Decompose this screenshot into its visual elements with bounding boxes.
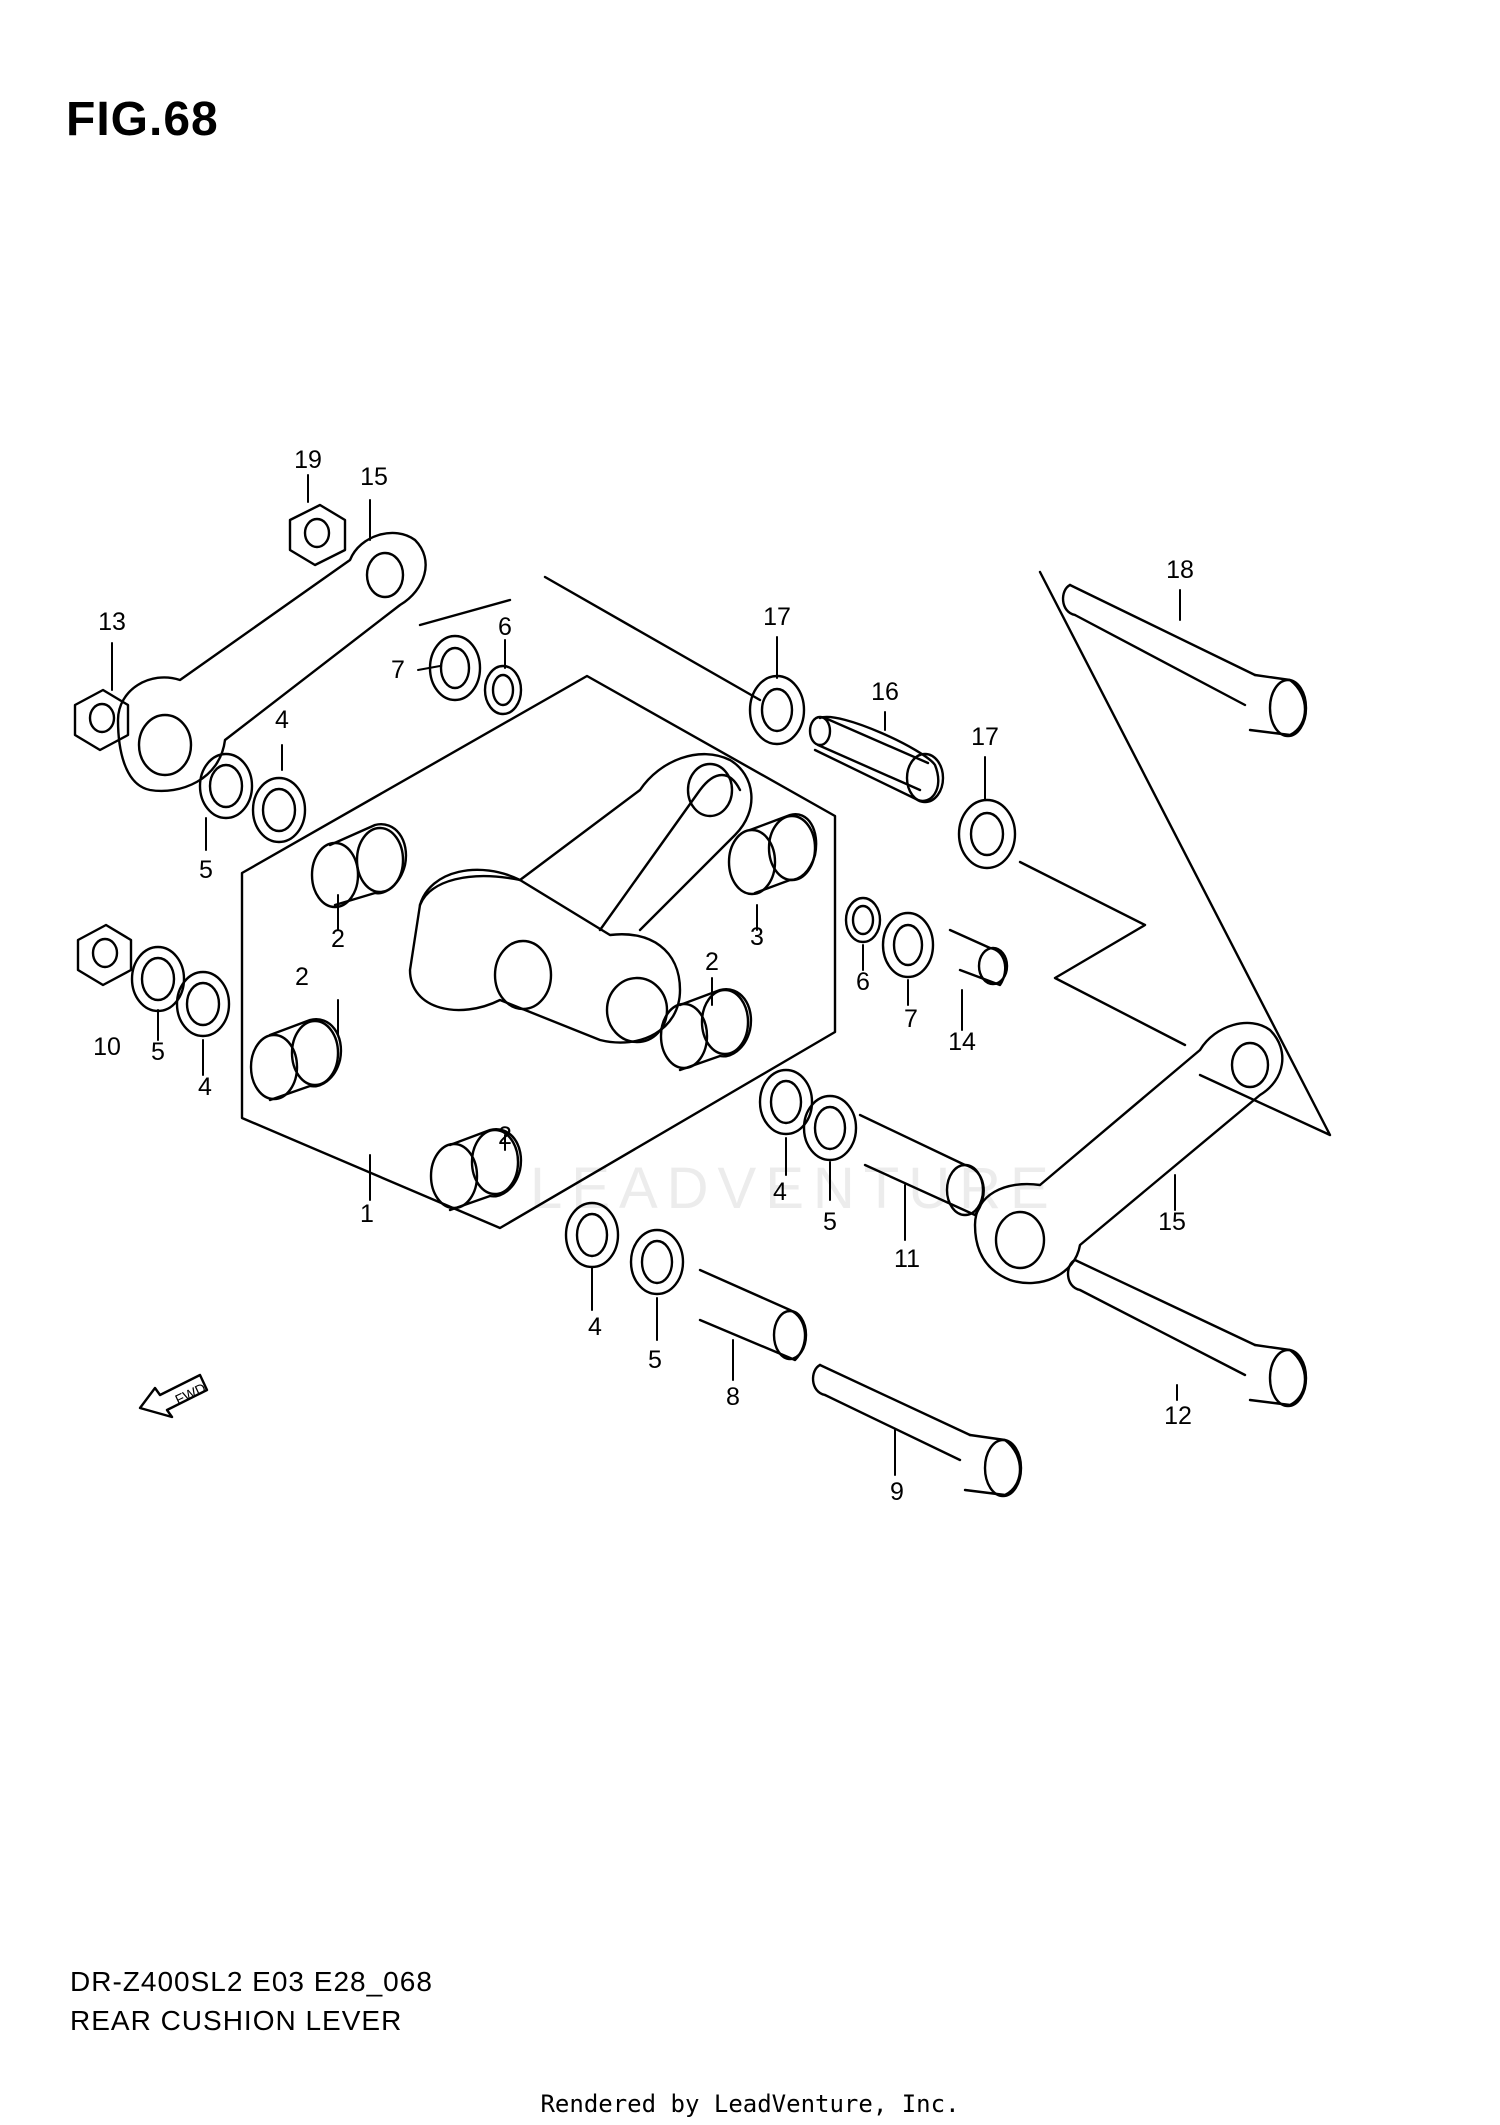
callout-2a: 2 (331, 925, 345, 953)
callout-17a: 17 (763, 603, 791, 631)
callout-4a: 4 (275, 706, 289, 734)
render-credit: Rendered by LeadVenture, Inc. (540, 2090, 960, 2118)
nut-13-icon (73, 688, 130, 752)
callout-11: 11 (894, 1245, 920, 1273)
upper-group-line (418, 575, 762, 702)
callout-5a: 5 (199, 856, 213, 884)
callout-13: 13 (98, 608, 126, 636)
model-code: DR-Z400SL2 E03 E28_068 (70, 1966, 433, 1997)
callout-2c: 2 (705, 948, 719, 976)
cushion-lever-icon (408, 752, 753, 1044)
callout-15a: 15 (360, 463, 388, 491)
callout-3: 3 (750, 923, 764, 951)
callout-7b: 7 (904, 1005, 918, 1033)
lever-group-outline (240, 674, 837, 1230)
callout-14: 14 (948, 1028, 976, 1056)
callout-10: 10 (93, 1033, 121, 1061)
callout-16: 16 (871, 678, 899, 706)
link-rod-upper-icon (116, 531, 427, 793)
spacer-icons (698, 715, 1009, 1362)
right-link-group-outline (1018, 570, 1332, 1137)
callout-5d: 5 (648, 1346, 662, 1374)
washer-icons (130, 634, 1017, 1296)
callout-17b: 17 (971, 723, 999, 751)
fwd-arrow-icon: FWD (138, 1373, 209, 1419)
callout-2d: 2 (498, 1122, 512, 1150)
callout-6b: 6 (856, 968, 870, 996)
callout-labels: 19 15 13 7 6 4 5 17 16 18 17 2 3 6 7 14 … (93, 446, 1194, 1506)
callout-5c: 5 (823, 1208, 837, 1236)
callout-12: 12 (1164, 1402, 1192, 1430)
callout-4d: 4 (588, 1313, 602, 1341)
callout-6a: 6 (498, 613, 512, 641)
leader-lines (111, 474, 1181, 1476)
callout-4c: 4 (773, 1178, 787, 1206)
callout-4b: 4 (198, 1073, 212, 1101)
callout-9: 9 (890, 1478, 904, 1506)
callout-5b: 5 (151, 1038, 165, 1066)
callout-19: 19 (294, 446, 322, 474)
nut-10-icon (76, 923, 133, 987)
diagram-title: REAR CUSHION LEVER (70, 2005, 403, 2036)
callout-7a: 7 (391, 656, 405, 684)
link-rod-lower-icon (973, 1021, 1284, 1285)
bearing-icons (249, 813, 818, 1212)
figure-title: FIG.68 (66, 93, 219, 146)
callout-1: 1 (360, 1200, 374, 1228)
callout-15b: 15 (1158, 1208, 1186, 1236)
callout-8: 8 (726, 1383, 740, 1411)
bolt-icons (811, 583, 1308, 1498)
callout-2b: 2 (295, 963, 309, 991)
fwd-label: FWD (173, 1380, 209, 1408)
callout-18: 18 (1166, 556, 1194, 584)
nut-19-icon (288, 503, 347, 567)
